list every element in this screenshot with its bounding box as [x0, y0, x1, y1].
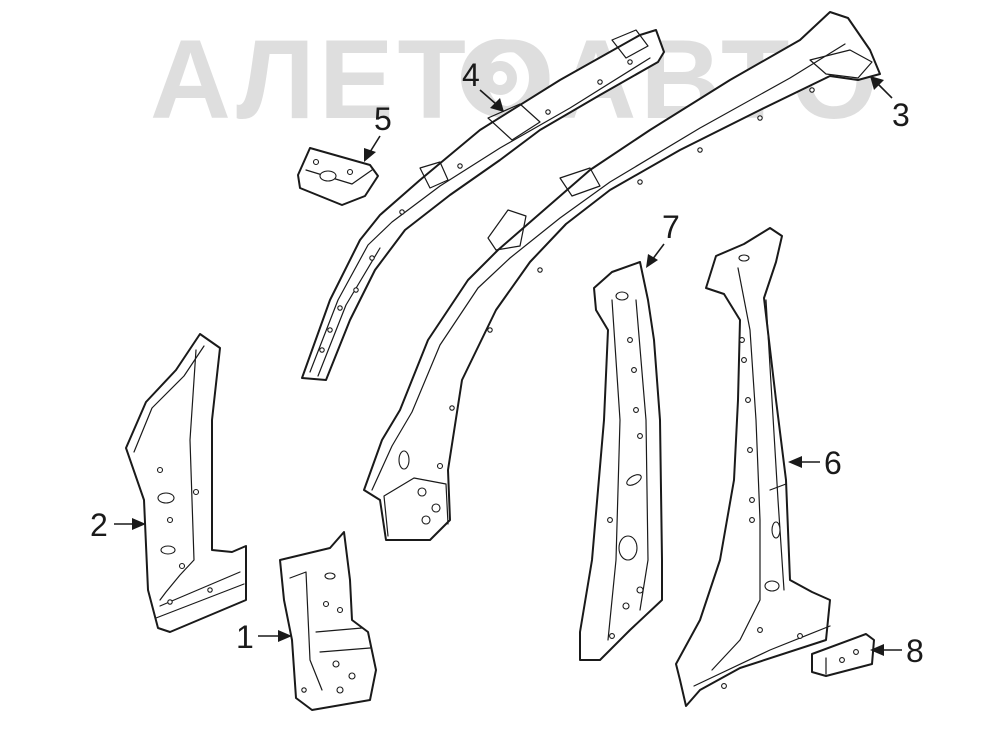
part-8-bracket[interactable] — [811, 633, 875, 677]
watermark-gear-icon — [461, 39, 539, 117]
callout-2-label: 2 — [90, 507, 108, 543]
callout-7: 7 — [646, 209, 680, 268]
part-3-pillar-rail[interactable] — [363, 11, 881, 541]
callout-4: 4 — [462, 57, 504, 112]
part-6-center-pillar-outer[interactable] — [675, 227, 831, 707]
callout-8-label: 8 — [906, 633, 924, 669]
callout-6-label: 6 — [824, 445, 842, 481]
callout-7-label: 7 — [662, 209, 680, 245]
callout-1-label: 1 — [236, 619, 254, 655]
callout-2: 2 — [90, 507, 146, 543]
callout-5-label: 5 — [374, 101, 392, 137]
callout-4-label: 4 — [462, 57, 480, 93]
part-5-bracket[interactable] — [297, 147, 379, 206]
part-7-center-pillar-inner[interactable] — [579, 261, 663, 661]
callout-3: 3 — [870, 76, 910, 133]
part-1-lower-reinforcement[interactable] — [279, 531, 377, 711]
callout-5: 5 — [364, 101, 392, 162]
callout-8: 8 — [870, 633, 924, 669]
part-2-front-pillar-panel[interactable] — [125, 333, 247, 633]
part-4-roof-rail[interactable] — [301, 29, 665, 381]
callout-1: 1 — [236, 619, 292, 655]
callout-3-label: 3 — [892, 97, 910, 133]
callout-6: 6 — [788, 445, 842, 481]
